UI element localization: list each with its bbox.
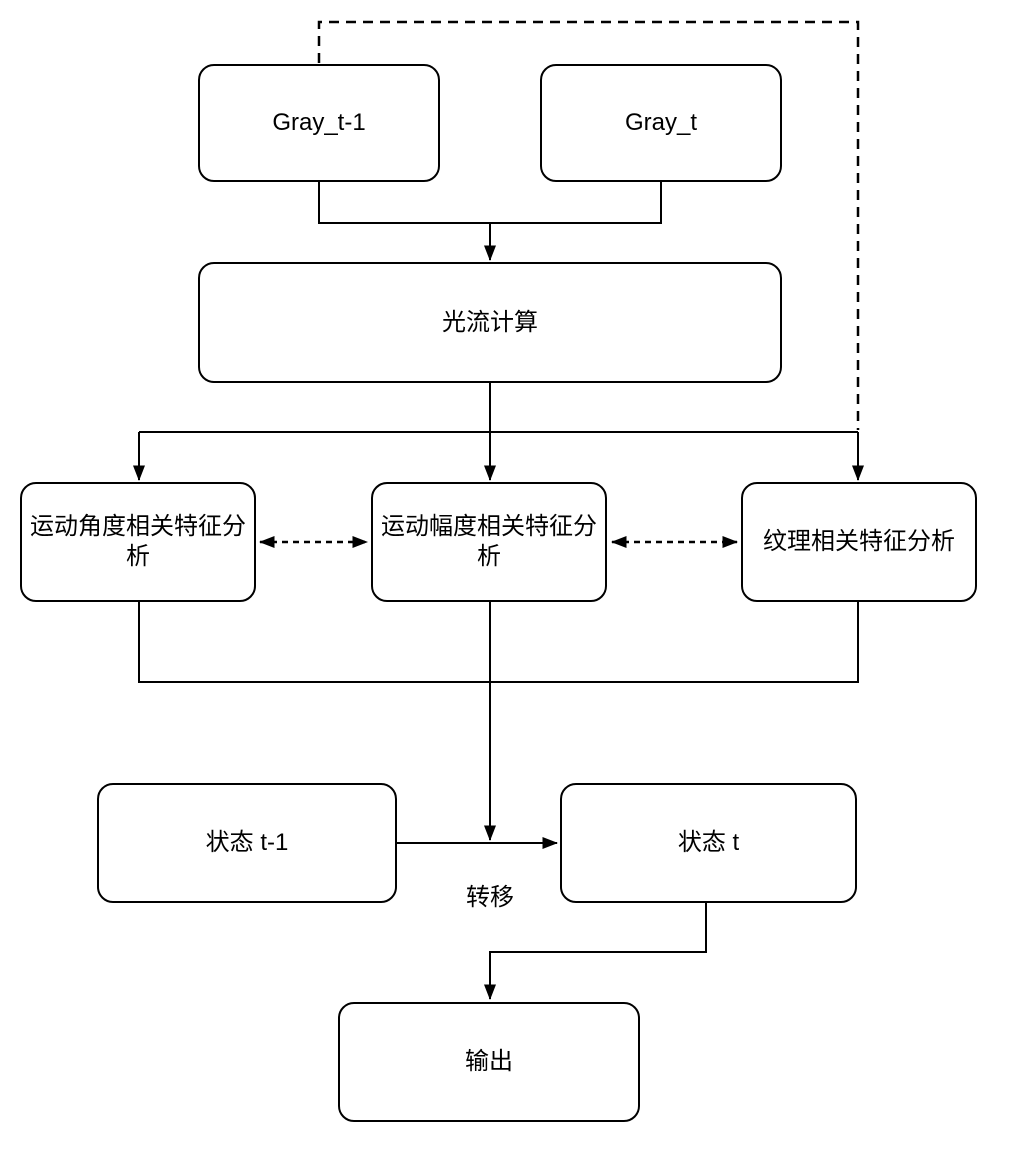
node-texture-analysis: 纹理相关特征分析 bbox=[741, 482, 977, 602]
node-motion-angle-analysis: 运动角度相关特征分析 bbox=[20, 482, 256, 602]
node-output-label: 输出 bbox=[465, 1048, 513, 1075]
node-gray-t-label: Gray_t bbox=[624, 109, 698, 136]
edge-statet-to-output-arrow bbox=[484, 903, 707, 1000]
transfer-edge-label: 转移 bbox=[466, 884, 514, 911]
node-state-t: 状态 t bbox=[560, 783, 857, 903]
node-state-t-1: 状态 t-1 bbox=[97, 783, 397, 903]
node-gray-t-1: Gray_t-1 bbox=[198, 64, 440, 182]
edge-grayt1-to-texture-dashed bbox=[317, 20, 860, 430]
node-motion-magnitude-analysis-label: 运动幅度相关特征分析 bbox=[381, 513, 597, 570]
node-gray-t-1-label: Gray_t-1 bbox=[272, 109, 366, 136]
node-motion-magnitude-analysis: 运动幅度相关特征分析 bbox=[371, 482, 607, 602]
node-output: 输出 bbox=[338, 1002, 640, 1122]
node-gray-t: Gray_t bbox=[540, 64, 782, 182]
node-texture-analysis-label: 纹理相关特征分析 bbox=[763, 528, 955, 555]
node-motion-angle-analysis-label: 运动角度相关特征分析 bbox=[30, 513, 246, 570]
node-optical-flow-label: 光流计算 bbox=[442, 308, 538, 336]
node-optical-flow: 光流计算 bbox=[198, 262, 782, 383]
node-state-t-label: 状态 t bbox=[677, 829, 740, 856]
node-state-t-1-label: 状态 t-1 bbox=[205, 829, 289, 856]
